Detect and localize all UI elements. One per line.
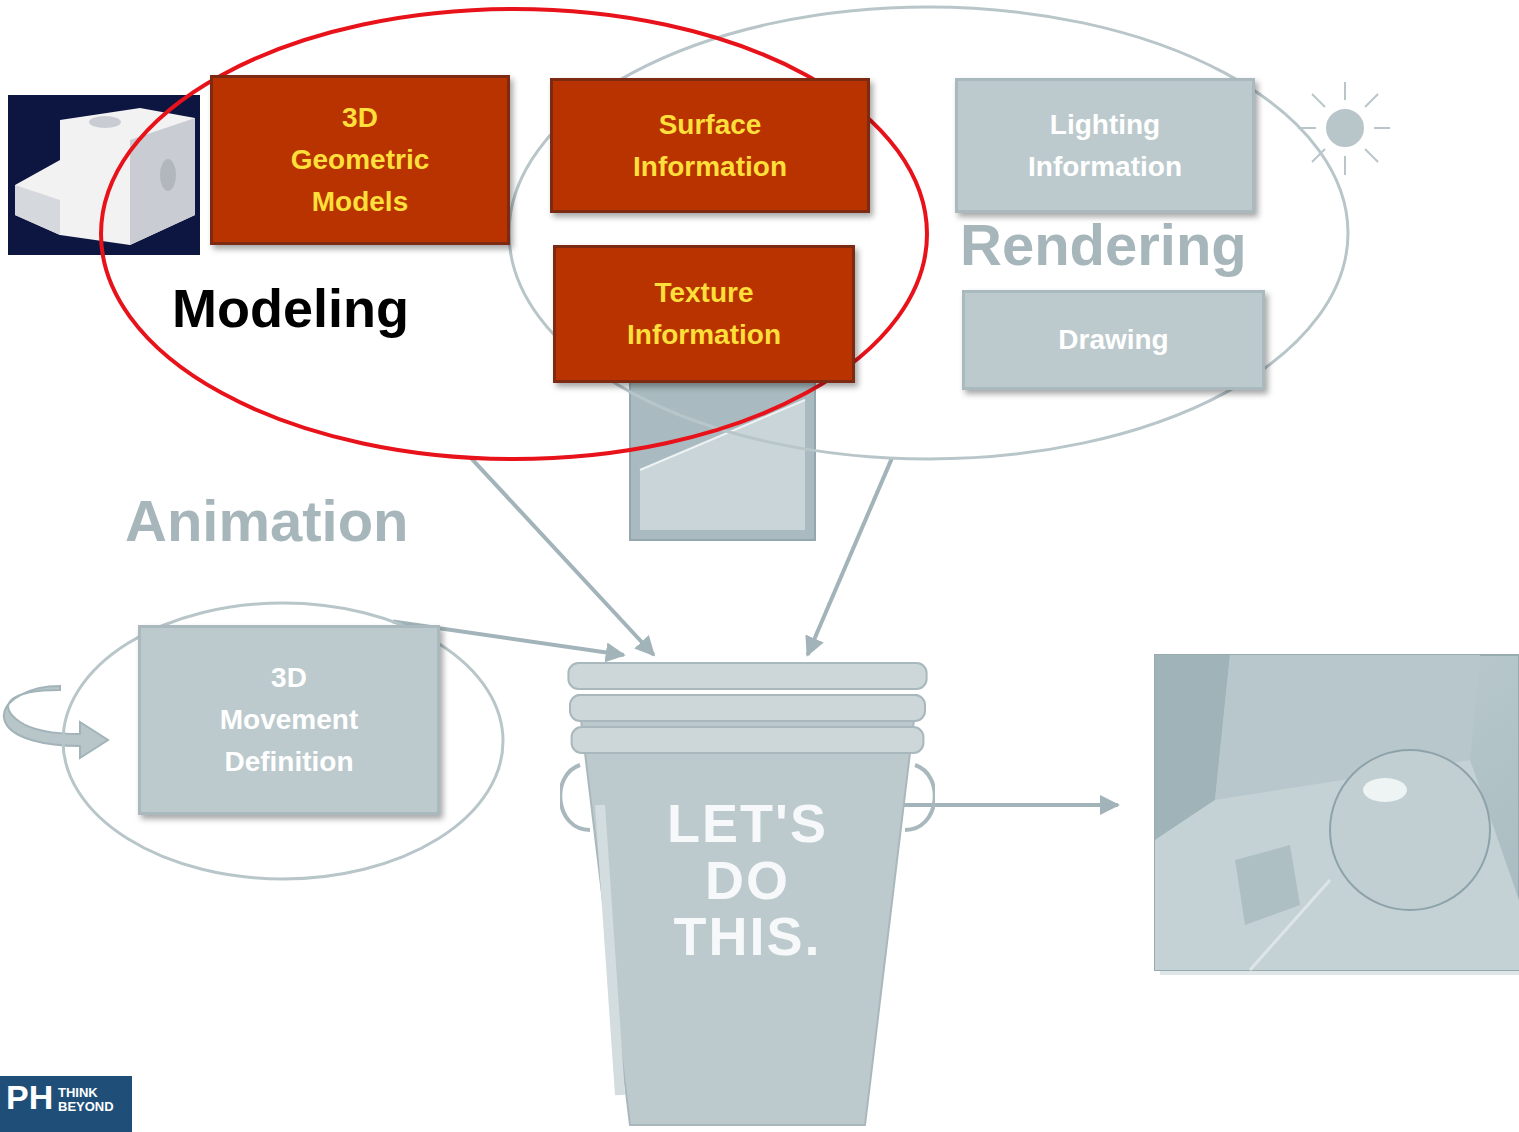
- box-label: Texture Information: [604, 272, 804, 356]
- box-label: Drawing: [1058, 319, 1168, 361]
- output-image: [1155, 655, 1519, 975]
- process-box: 3D Movement Definition: [138, 625, 440, 815]
- process-box: Lighting Information: [955, 78, 1255, 213]
- box-label: Surface Information: [610, 104, 810, 188]
- logo-letters: PH: [6, 1080, 56, 1116]
- flow-arrow: [808, 458, 892, 655]
- logo-ground: [0, 1076, 132, 1132]
- group-title: Animation: [125, 488, 409, 555]
- sun-icon: [1298, 82, 1390, 175]
- rotation-icon: [4, 686, 108, 758]
- box-label: Lighting Information: [1005, 104, 1205, 188]
- label-anchor: PH: [6, 1080, 56, 1116]
- flow-arrow: [471, 458, 654, 655]
- modeling-ellipse: Modeling 3D Geometric Models Surface Infor…: [97, 5, 931, 463]
- model-icon: [8, 95, 200, 255]
- box-label: 3D Geometric Models: [275, 97, 445, 223]
- group-title: Rendering: [960, 212, 1247, 279]
- output-arrow: [870, 803, 1118, 807]
- process-box: Drawing: [962, 290, 1265, 390]
- animation-ellipse: Animation3D Movement Definition: [60, 600, 506, 882]
- label-anchor: THINK BEYOND: [58, 1086, 124, 1113]
- logo-slogan: THINK BEYOND: [58, 1086, 124, 1113]
- process-box: Texture Information: [553, 245, 855, 383]
- bucket-shape: LET'S DO THIS.: [560, 655, 935, 1130]
- box-label: 3D Movement Definition: [204, 657, 374, 783]
- group-title: Modeling: [172, 277, 409, 339]
- process-box: 3D Geometric Models: [210, 75, 510, 245]
- stencil-text: LET'S DO THIS.: [648, 795, 848, 965]
- process-box: Surface Information: [550, 78, 870, 213]
